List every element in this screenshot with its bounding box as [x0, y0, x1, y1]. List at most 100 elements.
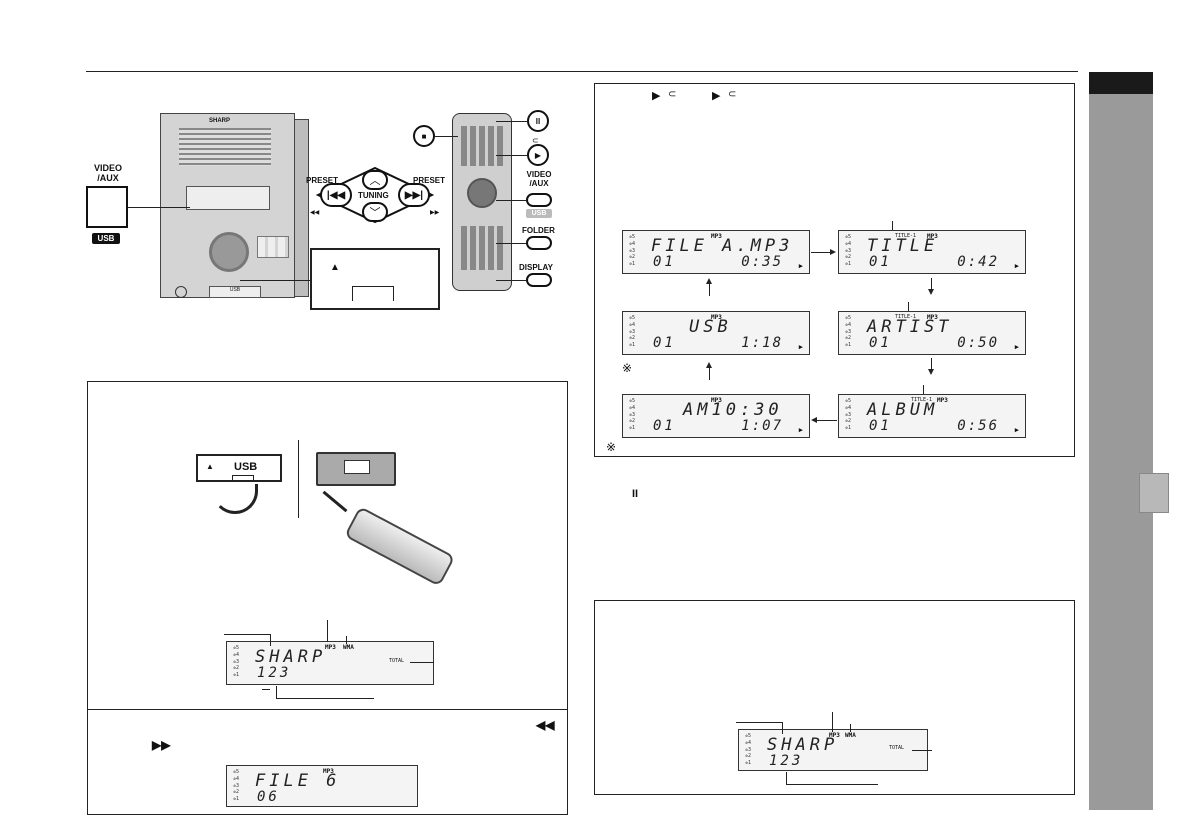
lcd-icons: ✲5✲4✲3✲2✲1	[745, 733, 752, 767]
lcd-time: 0:56	[957, 418, 999, 434]
flow-arrowhead	[811, 417, 817, 423]
remote-folder-button[interactable]	[526, 236, 552, 250]
stop-button[interactable]: ■	[413, 125, 435, 147]
lcd-line1: FILE 6	[255, 771, 341, 791]
lcd-wma: WMA	[343, 644, 354, 651]
lcd-clock: ✲5✲4✲3✲2✲1 MP3 AM10:30 01 1:07 ▶	[622, 394, 810, 438]
remote-video-aux-leader	[496, 200, 526, 201]
flow-arrow-1-2	[811, 252, 831, 253]
lcd-leader	[850, 724, 851, 732]
lcd-leader	[327, 620, 328, 642]
lcd-time: 0:50	[957, 335, 999, 351]
lcd-file-name: ✲5✲4✲3✲2✲1 MP3 FILE A.MP3 01 0:35 ▶	[622, 230, 810, 274]
lcd-title-tag: TITLE-1	[895, 314, 917, 320]
lcd-leader	[346, 636, 347, 644]
tuning-down-button[interactable]: ﹀	[362, 202, 388, 222]
lcd-icons: ✲5✲4✲3✲2✲1	[629, 234, 636, 268]
lcd-album: ✲5✲4✲3✲2✲1 TITLE-1 MP3 ALBUM 01 0:56 ▶	[838, 394, 1026, 438]
lcd-leader	[782, 722, 783, 734]
lcd-line1: TITLE	[867, 236, 939, 256]
play-leader	[496, 155, 527, 156]
next-button[interactable]: ▶▶|	[398, 183, 430, 207]
lcd-title: ✲5✲4✲3✲2✲1 TITLE-1 MP3 TITLE 01 0:42 ▶	[838, 230, 1026, 274]
flow-arrow-6-5	[817, 420, 837, 421]
video-aux-button[interactable]	[86, 186, 128, 228]
prev-button[interactable]: |◀◀	[320, 183, 352, 207]
usb-cover-slot	[232, 475, 254, 482]
lcd-leader	[736, 722, 782, 723]
play-button[interactable]: ▶	[527, 144, 549, 166]
lcd-line1: FILE A.MP3	[651, 236, 794, 256]
lcd-icons: ✲5✲4✲3✲2✲1	[845, 398, 852, 432]
skip-prev-symbol: ◀◀	[536, 718, 555, 732]
title-tag-leader	[908, 302, 909, 311]
lcd-total: TOTAL	[889, 745, 905, 751]
remote-display-label: DISPLAY	[519, 263, 553, 272]
pause-symbol: II	[632, 488, 639, 500]
lcd-icons: ✲5✲4✲3✲2✲1	[233, 645, 240, 679]
lcd-line2: 01	[653, 418, 676, 434]
usb-port-leader	[240, 280, 310, 281]
usb-badge: USB	[92, 233, 120, 244]
note-mark-2: ※	[606, 440, 617, 454]
flow-arrow-5-3	[709, 368, 710, 380]
remote-folder-leader	[496, 243, 526, 244]
remote-button-grid	[461, 126, 503, 166]
pause-button[interactable]: II	[527, 110, 549, 132]
flow-arrowhead	[830, 249, 836, 255]
lcd-icons: ✲5✲4✲3✲2✲1	[845, 234, 852, 268]
lcd-play-icon: ▶	[798, 343, 803, 351]
flow-repeat-symbol-1: ⊂	[668, 89, 677, 100]
tuning-label: TUNING	[358, 191, 389, 200]
header-rule	[86, 71, 1078, 72]
remote-display-button[interactable]	[526, 273, 552, 287]
lcd-line1: SHARP	[767, 735, 839, 755]
info-display-box	[594, 600, 1075, 795]
lcd-mp3: MP3	[711, 397, 722, 404]
lcd-bracket	[786, 772, 787, 784]
stop-leader	[434, 136, 458, 137]
flow-arrowhead	[706, 278, 712, 284]
lcd-usb-info: ✲5✲4✲3✲2✲1 MP3 WMA TOTAL SHARP 123	[226, 641, 434, 685]
lcd-line2: 01	[653, 254, 676, 270]
lcd-play-icon: ▶	[798, 426, 803, 434]
usb-divider-line	[298, 440, 299, 518]
lcd-time: 1:07	[741, 418, 783, 434]
title-tag-leader	[923, 385, 924, 394]
lcd-leader	[832, 712, 833, 732]
usb-cover-label: USB	[234, 461, 258, 473]
remote-video-aux-button[interactable]	[526, 193, 552, 207]
lcd-leader	[224, 634, 270, 635]
remote-button-grid-lower	[461, 226, 503, 270]
side-tab	[1089, 72, 1153, 810]
preset-right-label: PRESET	[413, 176, 446, 185]
lcd-mp3: MP3	[927, 314, 938, 321]
lcd-line1: AM10:30	[683, 400, 783, 420]
flow-play-symbol-2: ▶	[712, 90, 721, 102]
lcd-line2: 123	[769, 753, 804, 769]
lcd-leader	[270, 634, 271, 646]
unit-grille	[179, 128, 271, 166]
lcd-bracket	[276, 698, 374, 699]
unit-usb-port: USB	[209, 286, 261, 298]
usb-closeup-arrow-icon: ▲	[330, 262, 340, 273]
remote-control	[452, 113, 512, 291]
video-aux-label: VIDEO /AUX	[93, 163, 122, 183]
lcd-bracket	[276, 686, 277, 698]
lcd-usb: ✲5✲4✲3✲2✲1 MP3 USB 01 1:18 ▶	[622, 311, 810, 355]
usb-port-open	[316, 452, 396, 486]
lcd-play-icon: ▶	[1014, 343, 1019, 351]
title-tag-leader	[892, 221, 893, 230]
remote-usb-badge: USB	[526, 209, 552, 218]
unit-button-grid	[257, 236, 289, 258]
lcd-mp3: MP3	[325, 644, 336, 651]
lcd-bracket	[262, 689, 270, 690]
flow-repeat-symbol-2: ⊂	[728, 89, 737, 100]
remote-folder-label: FOLDER	[522, 226, 555, 235]
pause-leader	[496, 121, 527, 122]
lcd-leader	[410, 662, 434, 663]
lcd-line2: 01	[869, 418, 892, 434]
video-aux-leader	[128, 207, 190, 208]
tuning-up-button[interactable]: ︿	[362, 170, 388, 190]
lcd-line1: ALBUM	[867, 400, 939, 420]
